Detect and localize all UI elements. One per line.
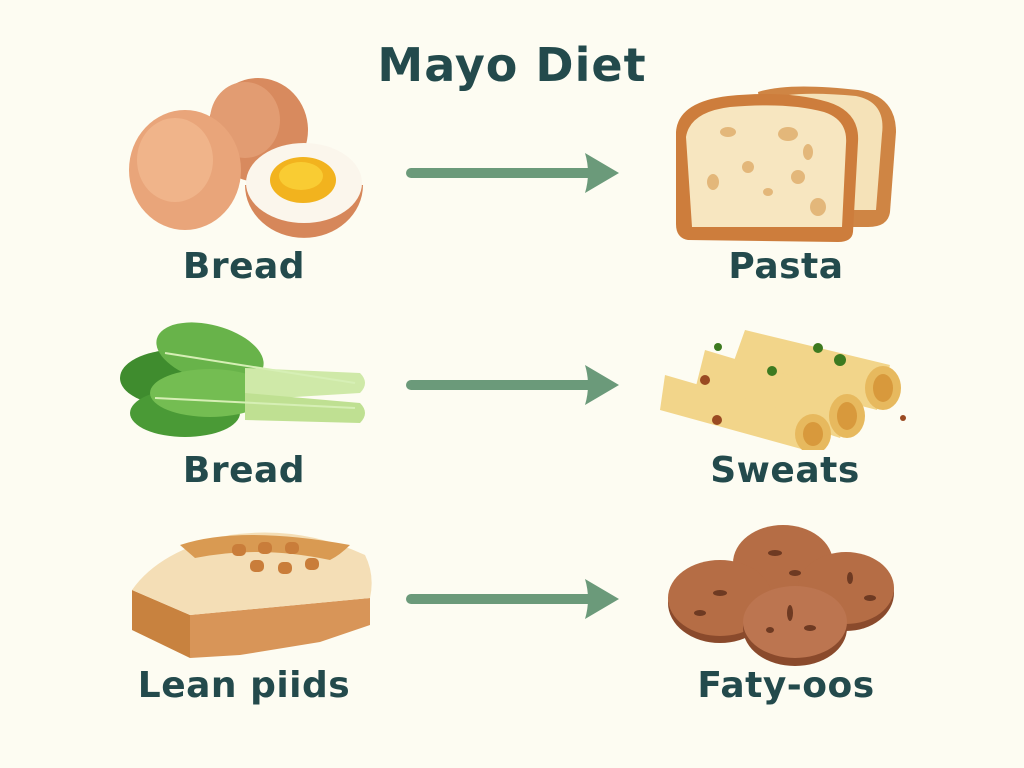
cookies-icon: [668, 525, 894, 666]
arrow-right-icon: [406, 579, 619, 619]
bread-slices-icon: [676, 86, 896, 242]
food-label: Faty-oos: [697, 665, 875, 706]
arrow-right-icon: [406, 153, 619, 193]
food-label: Lean piids: [137, 665, 351, 706]
eggs-icon: [129, 78, 363, 238]
food-label: Pasta: [728, 246, 844, 287]
food-label: Bread: [182, 450, 306, 491]
page-title: Mayo Diet: [377, 38, 647, 92]
food-label: Bread: [182, 246, 306, 287]
pasta-tubes-icon: [660, 330, 906, 450]
food-label: Sweats: [710, 450, 860, 491]
bread-loaf-icon: [132, 532, 372, 658]
arrow-right-icon: [406, 365, 619, 405]
leafy-greens-icon: [120, 322, 365, 437]
